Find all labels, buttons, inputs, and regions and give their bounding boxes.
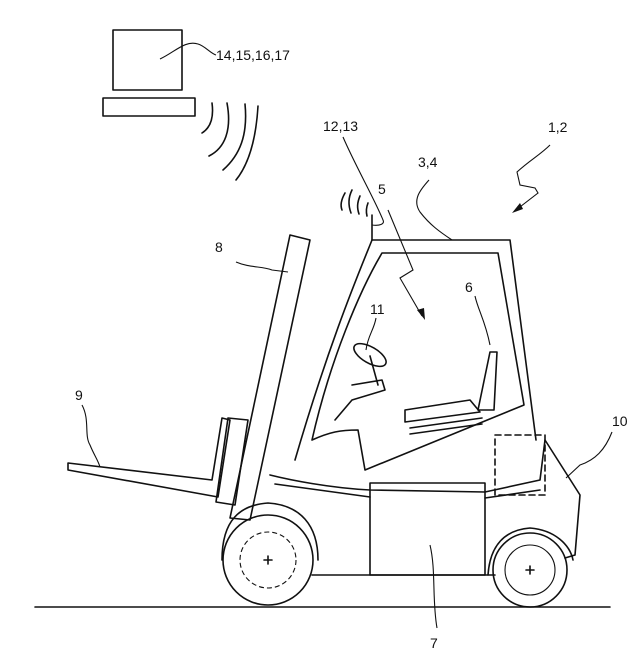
leader-battery — [429, 544, 438, 629]
arrow-head-vehicle — [512, 203, 523, 213]
seat-base — [409, 417, 483, 435]
label-cab: 3,4 — [418, 154, 438, 170]
cab-window — [311, 252, 525, 471]
arrow-head-interior — [417, 308, 425, 320]
front-fender — [221, 502, 319, 561]
leader-steering — [365, 317, 377, 351]
rear-axle — [525, 565, 535, 575]
leader-interior — [387, 209, 423, 317]
fork-carriage — [215, 417, 249, 506]
label-steering: 11 — [370, 301, 385, 317]
front-axle — [263, 555, 273, 565]
computer-terminal — [102, 29, 217, 117]
counterweight — [494, 434, 546, 496]
front-wheel — [222, 514, 314, 606]
leader-fork — [81, 404, 101, 468]
cab-roof — [371, 239, 537, 441]
chassis-line — [274, 483, 541, 499]
steering-column — [334, 355, 386, 421]
leader-counterweight — [565, 431, 613, 479]
rear-wheel-hub — [504, 544, 556, 596]
mast — [229, 234, 311, 521]
chassis-top — [269, 439, 581, 559]
forklift — [67, 214, 581, 608]
label-battery: 7 — [430, 635, 438, 651]
label-interior: 5 — [378, 181, 386, 197]
steering-wheel — [353, 342, 387, 368]
rear-fender — [487, 527, 574, 576]
fork — [67, 417, 231, 498]
leader-transmitter — [342, 136, 384, 226]
radio-waves-antenna — [340, 189, 369, 217]
label-vehicle: 1,2 — [548, 119, 568, 135]
leader-vehicle — [515, 144, 551, 211]
monitor — [112, 29, 183, 91]
label-counterweight: 10 — [612, 413, 628, 429]
radio-waves-computer — [201, 102, 259, 181]
cab-front-pillar — [294, 239, 373, 461]
battery — [369, 482, 486, 576]
label-mast: 8 — [215, 239, 223, 255]
seat-back — [477, 351, 498, 411]
front-wheel-hub — [239, 531, 297, 589]
label-seat: 6 — [465, 279, 473, 295]
label-fork: 9 — [75, 387, 83, 403]
seat-cushion — [404, 399, 481, 423]
keyboard — [102, 97, 196, 117]
label-computer: 14,15,16,17 — [216, 47, 290, 63]
label-transmitter: 12,13 — [323, 118, 358, 134]
leader-mast — [235, 261, 289, 273]
leader-computer — [159, 42, 217, 60]
leader-seat — [474, 295, 491, 346]
leader-cab — [416, 179, 453, 241]
